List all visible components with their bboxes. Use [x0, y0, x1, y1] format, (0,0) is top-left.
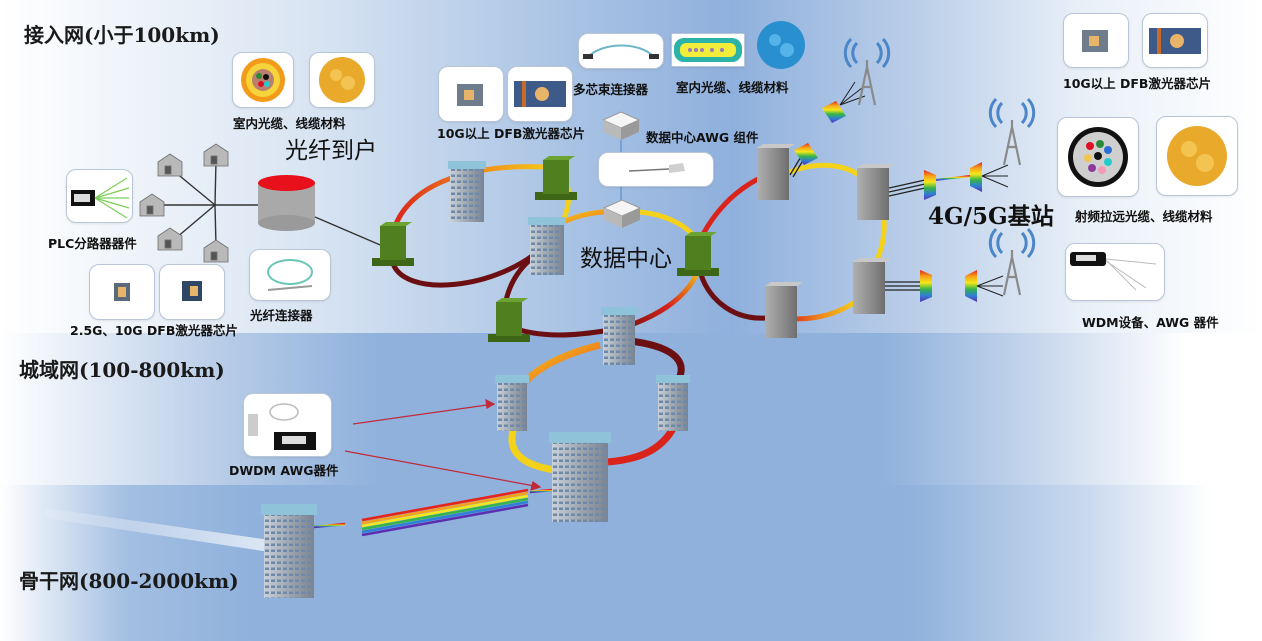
laser-chip-icon — [514, 81, 566, 107]
dfb-chip-10g-right-image-2 — [1142, 13, 1208, 68]
dfb-chip-25g-image — [89, 264, 155, 320]
wdm-device-image — [1065, 243, 1165, 301]
plc-splitter-icon — [71, 177, 130, 219]
pellets-icon — [757, 21, 805, 69]
fiber-connector-image — [249, 249, 331, 301]
plc-splitter-image — [66, 169, 133, 223]
dc-awg-boxes — [601, 111, 642, 228]
antenna-tower-icons — [843, 37, 1036, 296]
mpo-connector-icon — [583, 44, 659, 59]
plc-splitter-caption: PLC分路器器件 — [48, 236, 137, 251]
dfb-chip-10g-center-image — [438, 66, 504, 122]
pellets-icon — [319, 57, 365, 103]
indoor-cable-left-caption: 室内光缆、线缆材料 — [233, 116, 346, 131]
multicore-connector-image — [578, 33, 664, 69]
dfb-chip-10g-center-caption: 10G以上 DFB激光器芯片 — [437, 126, 585, 141]
backbone-network-label: 骨干网(800-2000km) — [19, 569, 239, 593]
dc-awg-caption: 数据中心AWG 组件 — [646, 130, 759, 145]
cable-cross-section-icon — [241, 58, 285, 102]
light-beam — [45, 508, 270, 552]
dwdm-awg-caption: DWDM AWG器件 — [229, 463, 339, 478]
dfb-chip-10g-image — [159, 264, 225, 320]
laser-chip-icon — [457, 84, 483, 106]
flat-cable-icon — [674, 38, 742, 62]
dfb-chip-10g-center-image-2 — [507, 66, 573, 122]
dfb-chip-10g-right-caption: 10G以上 DFB激光器芯片 — [1063, 76, 1211, 91]
fiber-patch-cord-icon — [267, 259, 313, 291]
server-icons — [757, 144, 895, 338]
dc-awg-component-image — [598, 152, 714, 187]
rf-cable-image — [1057, 117, 1139, 197]
laser-chip-icon — [114, 283, 130, 301]
house-icons — [139, 143, 229, 263]
wdm-awg-caption: WDM设备、AWG 器件 — [1082, 315, 1219, 330]
building-icons — [261, 161, 690, 598]
wdm-device-icon — [1070, 252, 1157, 291]
laser-chip-icon — [1149, 28, 1201, 54]
indoor-cable-image — [232, 52, 294, 108]
ftth-label: 光纤到户 — [285, 138, 377, 164]
indoor-cable-center-caption: 室内光缆、线缆材料 — [676, 80, 789, 95]
rf-cable-caption: 射频拉远光缆、线缆材料 — [1075, 209, 1213, 224]
backbone-fiber-bundle — [361, 488, 529, 537]
fiber-connector-caption: 光纤连接器 — [250, 308, 313, 323]
blue-pellets-image — [753, 20, 809, 70]
rf-cable-material-image — [1156, 116, 1238, 196]
data-center-label: 数据中心 — [580, 246, 672, 272]
base-station-label: 4G/5G基站 — [928, 203, 1054, 230]
dwdm-awg-icon — [248, 403, 316, 450]
laser-chip-icon — [1082, 30, 1108, 52]
pellets-icon — [1167, 126, 1227, 186]
multicore-connector-caption: 多芯束连接器 — [573, 82, 649, 97]
dfb-chip-low-caption: 2.5G、10G DFB激光器芯片 — [70, 323, 238, 338]
laser-chip-icon — [182, 281, 202, 301]
wdm-prism-links — [789, 81, 1009, 302]
backbone-connectors — [313, 488, 553, 542]
ftth-star-lines — [160, 159, 393, 251]
dfb-chip-10g-right-image — [1063, 13, 1129, 68]
metro-network-label: 城域网(100-800km) — [19, 358, 225, 382]
cable-material-image — [309, 52, 375, 108]
router-icons — [372, 156, 719, 342]
backbone-network-band — [0, 485, 1262, 641]
access-network-label: 接入网(小于100km) — [24, 23, 220, 47]
dwdm-awg-image — [243, 393, 332, 457]
indoor-flat-cable-image — [671, 33, 745, 67]
dwdm-pointer-arrows — [344, 398, 542, 491]
awg-module-icon — [628, 163, 685, 173]
olt-cylinder-icon — [258, 175, 315, 231]
multi-fiber-cable-icon — [1068, 127, 1128, 187]
